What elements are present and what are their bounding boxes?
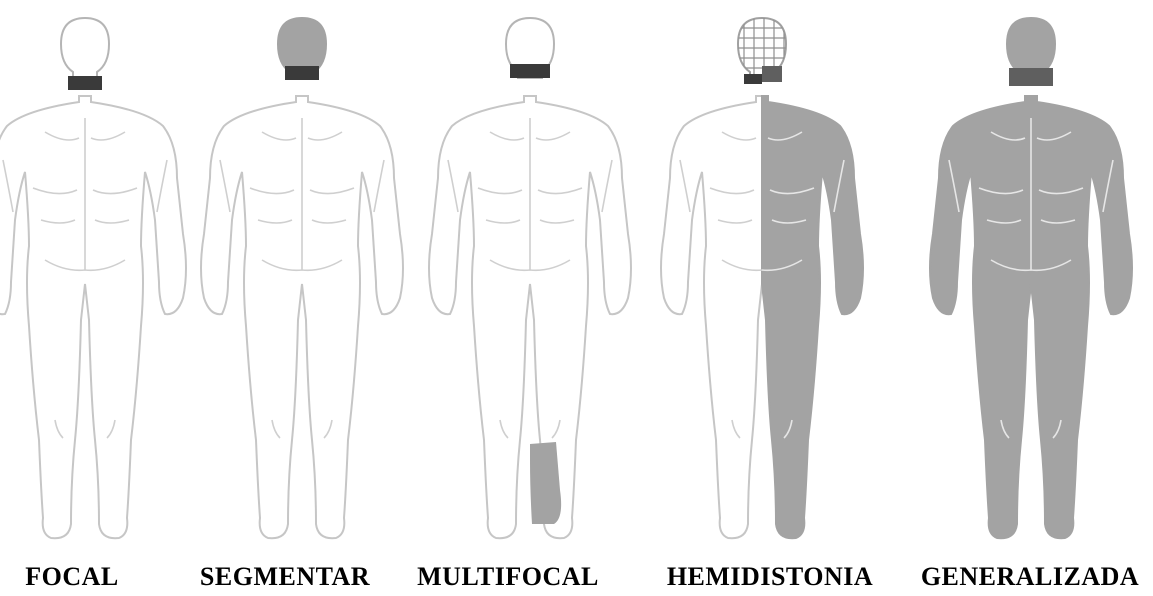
label-segmentar: SEGMENTAR xyxy=(200,562,370,596)
label-generalizada: GENERALIZADA xyxy=(921,562,1139,596)
figure-focal xyxy=(0,18,186,538)
neck-band-right xyxy=(762,66,782,82)
head xyxy=(61,18,109,78)
figure-generalizada xyxy=(930,18,1132,538)
neck-band-left xyxy=(744,74,762,84)
neck-band xyxy=(285,66,319,80)
neck-band xyxy=(1009,68,1053,86)
neck-band xyxy=(510,64,550,78)
label-hemidistonia: HEMIDISTONIA xyxy=(667,562,873,596)
right-half-affected xyxy=(762,96,863,538)
figure-hemidistonia xyxy=(661,18,863,538)
figure-segmentar xyxy=(201,18,403,538)
label-focal: FOCAL xyxy=(25,562,119,596)
figure-multifocal xyxy=(429,18,631,538)
lower-leg-affected xyxy=(530,442,561,524)
neck-band xyxy=(68,76,102,90)
label-multifocal: MULTIFOCAL xyxy=(417,562,599,596)
